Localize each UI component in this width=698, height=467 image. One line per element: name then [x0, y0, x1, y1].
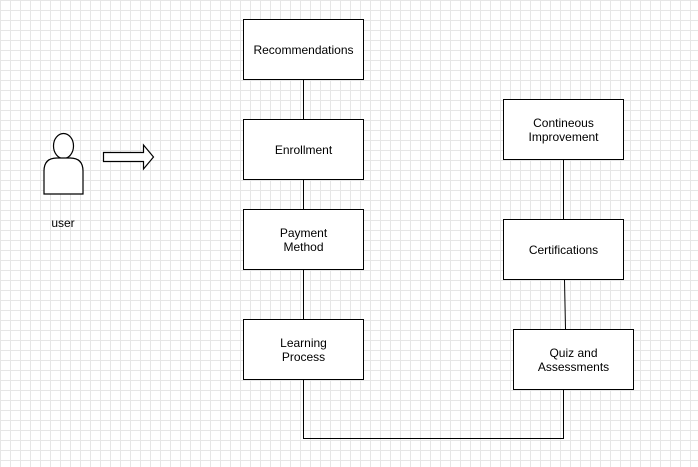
- connector-learning-quiz[interactable]: [303, 380, 564, 439]
- connector-quiz-certifications[interactable]: [564, 279, 566, 330]
- certifications-box[interactable]: Certifications: [503, 219, 624, 280]
- user-label: user: [51, 216, 75, 230]
- recommendations-box[interactable]: Recommendations: [243, 19, 364, 80]
- payment-method-box[interactable]: Payment Method: [243, 209, 364, 270]
- enrollment-box[interactable]: Enrollment: [243, 119, 364, 180]
- quiz-assessments-box[interactable]: Quiz and Assessments: [513, 329, 634, 390]
- continuous-improvement-box[interactable]: Contineous Improvement: [503, 99, 624, 160]
- user-icon[interactable]: [43, 132, 84, 195]
- user-to-flow-arrow[interactable]: [102, 143, 155, 171]
- learning-process-box[interactable]: Learning Process: [243, 319, 364, 380]
